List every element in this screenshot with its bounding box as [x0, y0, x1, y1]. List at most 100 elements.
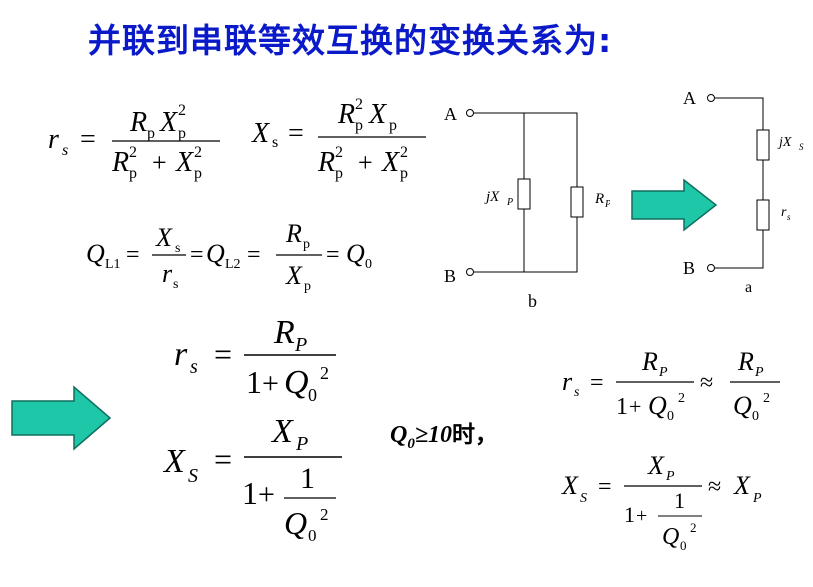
condition-note: Q0≥10时，	[390, 415, 498, 453]
s-sub: s	[272, 134, 278, 151]
xs-symbol: X	[162, 443, 186, 480]
sup-two: 2	[335, 144, 343, 161]
wire-bottom	[715, 230, 764, 269]
plus: +	[262, 367, 279, 400]
p-sub: P	[752, 491, 762, 506]
equals: =	[214, 336, 232, 372]
sup-two: 2	[400, 144, 408, 161]
page-title: 并联到串联等效互换的变换关系为:	[88, 21, 613, 60]
node-b-label: B	[683, 258, 695, 278]
rs-symbol: r	[174, 336, 188, 373]
formula-xs-parallel: X s = R 2 p X p R 2 p + X 2 p	[251, 96, 426, 182]
circuit-b-label: b	[528, 291, 537, 311]
xs-symbol: X	[561, 471, 579, 500]
q-symbol: Q	[733, 391, 752, 420]
plus: +	[358, 148, 373, 177]
terminal-b	[707, 264, 715, 272]
arrow-shape	[11, 385, 112, 451]
reactance-xp	[517, 178, 531, 210]
s-sub: s	[173, 277, 178, 292]
p-sub: p	[400, 165, 408, 182]
p-sub: p	[389, 117, 397, 134]
p-sub: p	[129, 165, 137, 182]
rp-sub: P	[604, 199, 610, 210]
terminal-a	[707, 94, 715, 102]
zero-sub: 0	[308, 526, 317, 545]
one: 1	[674, 488, 685, 513]
q-symbol: Q	[648, 391, 667, 420]
circuit-a-label: a	[745, 279, 752, 296]
zero-sub: 0	[365, 257, 372, 272]
jxp-label: jX	[484, 189, 500, 205]
l1-sub: L1	[105, 257, 121, 272]
equals: =	[190, 242, 204, 268]
one: 1	[246, 364, 262, 400]
q-symbol: Q	[346, 239, 365, 268]
rp-symbol: R	[285, 219, 302, 248]
rs-sub: s	[574, 385, 580, 400]
p-sub: p	[335, 165, 343, 182]
approx: ≈	[708, 474, 721, 500]
rp-symbol: R	[317, 147, 335, 178]
equals: =	[247, 242, 261, 268]
equals: =	[590, 370, 604, 396]
sup-two: 2	[320, 363, 329, 383]
rp-symbol: R	[273, 314, 295, 351]
l2-sub: L2	[225, 257, 241, 272]
xp-symbol: X	[175, 147, 194, 178]
node-a-label: A	[444, 104, 457, 124]
condition-suffix: 时，	[452, 422, 499, 448]
equals: =	[288, 118, 304, 149]
q-symbol: Q	[662, 524, 679, 550]
sup-two: 2	[678, 391, 685, 406]
arrow-right-icon	[11, 385, 112, 451]
equals: =	[214, 441, 232, 477]
formula-rs-approx: r s = R P 1 + Q 0 2 ≈ R P Q 0 2	[562, 347, 780, 424]
q-symbol: Q	[284, 505, 307, 541]
one: 1	[616, 394, 628, 420]
xp-symbol: X	[733, 471, 751, 500]
rp-symbol: R	[641, 347, 658, 376]
xp-symbol: X	[285, 261, 303, 290]
wire-top	[474, 112, 578, 187]
formula-rs-parallel: r s = R p X 2 p R 2 p + X 2 p	[48, 102, 220, 182]
node-a-label: A	[683, 88, 696, 108]
resistor-rs	[756, 199, 770, 231]
arrow-shape	[631, 178, 718, 232]
rs-symbol: r	[562, 367, 573, 396]
arrow-right-icon	[631, 178, 718, 232]
circuit-parallel: A B jX P R P b	[444, 104, 610, 311]
approx: ≈	[700, 370, 713, 396]
jxp-sub: P	[506, 197, 513, 208]
formula-rs-series-big: r s = R P 1 + Q 0 2	[174, 314, 336, 405]
sup-two: 2	[690, 520, 697, 535]
xp-symbol: X	[270, 413, 294, 450]
wire-bottom	[474, 217, 578, 273]
plus: +	[629, 394, 641, 419]
rs-symbol: r	[162, 259, 173, 288]
q-symbol: Q	[86, 239, 105, 268]
wire-top	[715, 97, 764, 130]
sup-two: 2	[763, 391, 770, 406]
xs-symbol: X	[155, 223, 173, 252]
xp-symbol: X	[381, 147, 400, 178]
zero-sub: 0	[667, 409, 674, 424]
p-sub: p	[303, 237, 310, 252]
plus: +	[258, 478, 275, 511]
p-sub: p	[178, 125, 186, 142]
zero-sub: 0	[680, 538, 687, 553]
rs-symbol: r	[48, 124, 59, 155]
s-sub: s	[175, 241, 180, 256]
p-sub: p	[147, 125, 155, 142]
reactance-xs	[756, 129, 770, 161]
rp-symbol: R	[111, 147, 129, 178]
q-symbol: Q	[284, 364, 309, 401]
formula-xs-approx: X S = X P 1 + 1 Q 0 2 ≈ X P	[561, 451, 762, 553]
one: 1	[624, 502, 635, 527]
jxs-label: jX	[777, 135, 792, 150]
rs-label: r	[781, 205, 787, 220]
p-sub: P	[294, 334, 307, 356]
zero-sub: 0	[308, 385, 317, 405]
xp-symbol: X	[159, 107, 178, 138]
xp-symbol: X	[647, 451, 665, 480]
